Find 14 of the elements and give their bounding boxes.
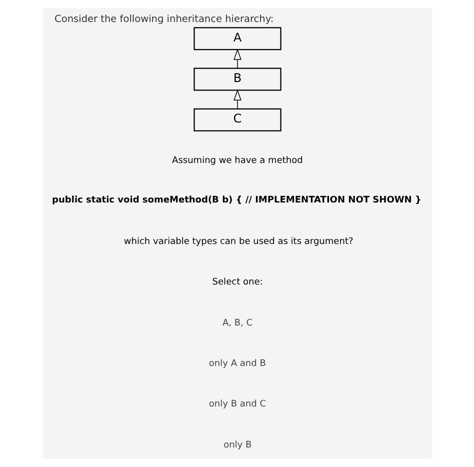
node-box: C <box>193 108 281 132</box>
arrow <box>233 48 241 69</box>
label: which variable types can be used as its argument? <box>123 237 353 248</box>
label: only B <box>223 440 252 450</box>
label: only A and B <box>208 359 266 369</box>
label: A, B, C <box>222 318 252 328</box>
node-box: B <box>193 68 281 91</box>
label: Select one: <box>212 278 262 288</box>
label: public static void someMethod(B b) { // IMPLEMENTATION NOT SHOWN } <box>52 196 421 206</box>
node-box: A <box>193 27 281 50</box>
label: Assuming we have a method <box>172 156 302 166</box>
label: only B and C <box>208 400 266 410</box>
arrow <box>233 89 241 110</box>
diagram-title: Consider the following inheritance hierarchy: <box>54 14 274 25</box>
